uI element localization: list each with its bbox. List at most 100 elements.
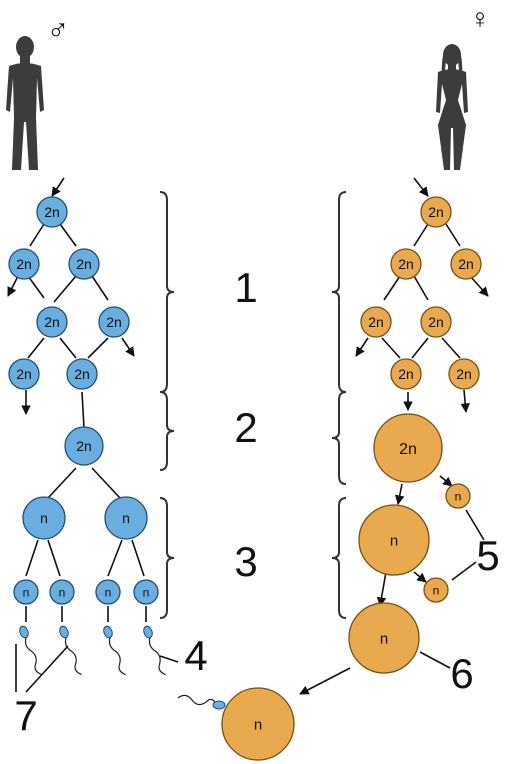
bracket-stage-1-left bbox=[159, 191, 175, 393]
f-l-1b bbox=[445, 223, 461, 247]
male-cell-2n-h: 2n bbox=[64, 426, 104, 466]
callout-5-leader-b bbox=[451, 561, 477, 581]
female-cell-n-c: n bbox=[221, 687, 295, 761]
cell-ploidy-label: 2n bbox=[44, 204, 60, 220]
cell-body bbox=[22, 496, 66, 540]
male-cell-n-d: n bbox=[49, 579, 75, 605]
cell-body bbox=[373, 413, 443, 483]
callout-6-leader bbox=[419, 651, 451, 669]
cell-ploidy-label: 2n bbox=[16, 366, 32, 382]
cell-ploidy-label: 2n bbox=[74, 366, 90, 382]
cell-body bbox=[358, 504, 430, 576]
cell-body bbox=[13, 579, 39, 605]
callout-label-7: 7 bbox=[14, 692, 37, 739]
cell-ploidy-label: 2n bbox=[16, 256, 32, 272]
f-l-2b bbox=[413, 275, 429, 301]
stage-label-3: 3 bbox=[234, 538, 257, 585]
m-l-3b bbox=[91, 275, 109, 301]
cell-ploidy-label: n bbox=[59, 585, 66, 599]
cell-body bbox=[8, 248, 40, 280]
m-l-1a bbox=[29, 223, 45, 247]
callout-label-5: 5 bbox=[476, 532, 499, 579]
m-l-2b bbox=[27, 275, 45, 299]
bracket-stage-3-right bbox=[331, 497, 347, 619]
cell-ploidy-label: n bbox=[23, 585, 30, 599]
f-l-6a bbox=[394, 483, 405, 505]
female-polar-body-2: n bbox=[423, 577, 449, 603]
callout-label-6: 6 bbox=[450, 650, 473, 697]
bracket-stage-2-right bbox=[331, 391, 347, 485]
female-cell-2n-d: 2n bbox=[360, 306, 392, 338]
f-l-2a bbox=[383, 275, 401, 301]
f-l-4b bbox=[381, 337, 401, 359]
f-l-7b bbox=[413, 571, 427, 583]
male-cell-n-e: n bbox=[95, 579, 121, 605]
callout-4-leader bbox=[159, 655, 179, 663]
male-input-arrow bbox=[51, 177, 65, 197]
cell-body bbox=[445, 483, 471, 509]
cell-body bbox=[420, 306, 452, 338]
cell-ploidy-label: 2n bbox=[76, 256, 92, 272]
male-cell-2n-e: 2n bbox=[98, 306, 130, 338]
cell-body bbox=[49, 579, 75, 605]
female-polar-body-1: n bbox=[445, 483, 471, 509]
cell-ploidy-label: n bbox=[455, 489, 462, 503]
sperm-fertilizing bbox=[177, 694, 226, 710]
m-l-8a bbox=[25, 539, 39, 577]
sperm-3 bbox=[103, 625, 126, 676]
female-cell-2n-h: 2n bbox=[373, 413, 443, 483]
bracket-stage-2-left bbox=[159, 391, 175, 471]
cell-body bbox=[104, 496, 148, 540]
cell-ploidy-label: 2n bbox=[398, 366, 414, 382]
stage-label-2: 2 bbox=[234, 404, 257, 451]
cell-body bbox=[66, 358, 98, 390]
female-cell-2n-e: 2n bbox=[420, 306, 452, 338]
cell-body bbox=[450, 248, 482, 280]
sperm-1 bbox=[19, 625, 42, 676]
m-l-1b bbox=[59, 223, 77, 247]
female-symbol: ♀ bbox=[470, 3, 491, 34]
cell-ploidy-label: n bbox=[390, 532, 398, 549]
female-cell-n-b: n bbox=[348, 602, 420, 674]
cell-ploidy-label: 2n bbox=[106, 314, 122, 330]
male-cell-2n-f: 2n bbox=[8, 358, 40, 390]
cell-body bbox=[423, 577, 449, 603]
m-l-8b bbox=[47, 539, 61, 577]
cell-body bbox=[98, 306, 130, 338]
male-symbol: ♂ bbox=[47, 14, 70, 47]
male-cell-n-c: n bbox=[13, 579, 39, 605]
cell-ploidy-label: n bbox=[143, 585, 150, 599]
f-l-1a bbox=[413, 223, 429, 247]
stage-label-1: 1 bbox=[234, 264, 257, 311]
cell-ploidy-label: 2n bbox=[368, 314, 384, 330]
cell-ploidy-label: n bbox=[254, 716, 262, 733]
cell-ploidy-label: 2n bbox=[428, 204, 444, 220]
m-l-7b bbox=[91, 467, 121, 499]
male-cell-2n-d: 2n bbox=[36, 306, 68, 338]
female-input-arrow bbox=[413, 177, 429, 197]
cell-ploidy-label: 2n bbox=[456, 366, 472, 382]
cell-body bbox=[133, 579, 159, 605]
man-silhouette-icon bbox=[6, 36, 44, 170]
sperm-2 bbox=[59, 625, 82, 676]
f-l-6b bbox=[439, 475, 453, 487]
cell-body bbox=[390, 248, 422, 280]
cell-body bbox=[36, 306, 68, 338]
cell-ploidy-label: n bbox=[40, 510, 48, 526]
cell-body bbox=[348, 602, 420, 674]
cell-body bbox=[420, 196, 452, 228]
m-l-8d bbox=[131, 539, 145, 577]
f-l-4a bbox=[355, 337, 369, 357]
female-cell-2n-b: 2n bbox=[390, 248, 422, 280]
female-cell-2n-a: 2n bbox=[420, 196, 452, 228]
cell-body bbox=[390, 358, 422, 390]
female-cell-2n-g: 2n bbox=[448, 358, 480, 390]
cell-ploidy-label: 2n bbox=[398, 256, 414, 272]
male-cell-2n-a: 2n bbox=[36, 196, 68, 228]
male-cell-2n-c: 2n bbox=[68, 248, 100, 280]
cell-body bbox=[448, 358, 480, 390]
male-cell-n-b: n bbox=[104, 496, 148, 540]
m-l-2a bbox=[7, 275, 19, 297]
female-cell-2n-c: 2n bbox=[450, 248, 482, 280]
